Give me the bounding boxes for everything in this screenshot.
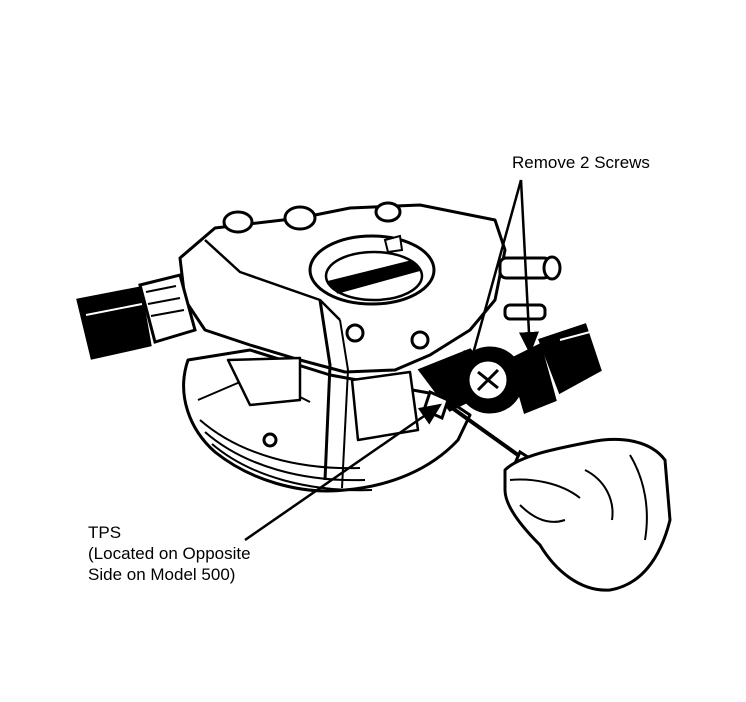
callout-leaders [244, 179, 539, 542]
throttle-bore [308, 234, 436, 306]
fittings [498, 255, 562, 321]
tps-location-note-line2: Side on Model 500) [88, 565, 236, 584]
screw-leader-right [518, 179, 539, 355]
tps-callout: TPS (Located on Opposite Side on Model 5… [88, 522, 251, 585]
tps-location-note-line1: (Located on Opposite [88, 544, 251, 563]
left-connector [76, 273, 197, 360]
mounting-bosses [222, 201, 430, 448]
hand [503, 437, 672, 592]
remove-screws-label: Remove 2 Screws [512, 153, 650, 172]
screw-leader-left [463, 179, 523, 375]
tps-leader [244, 403, 443, 542]
tps-label: TPS [88, 523, 122, 542]
remove-screws-callout: Remove 2 Screws [512, 152, 650, 173]
